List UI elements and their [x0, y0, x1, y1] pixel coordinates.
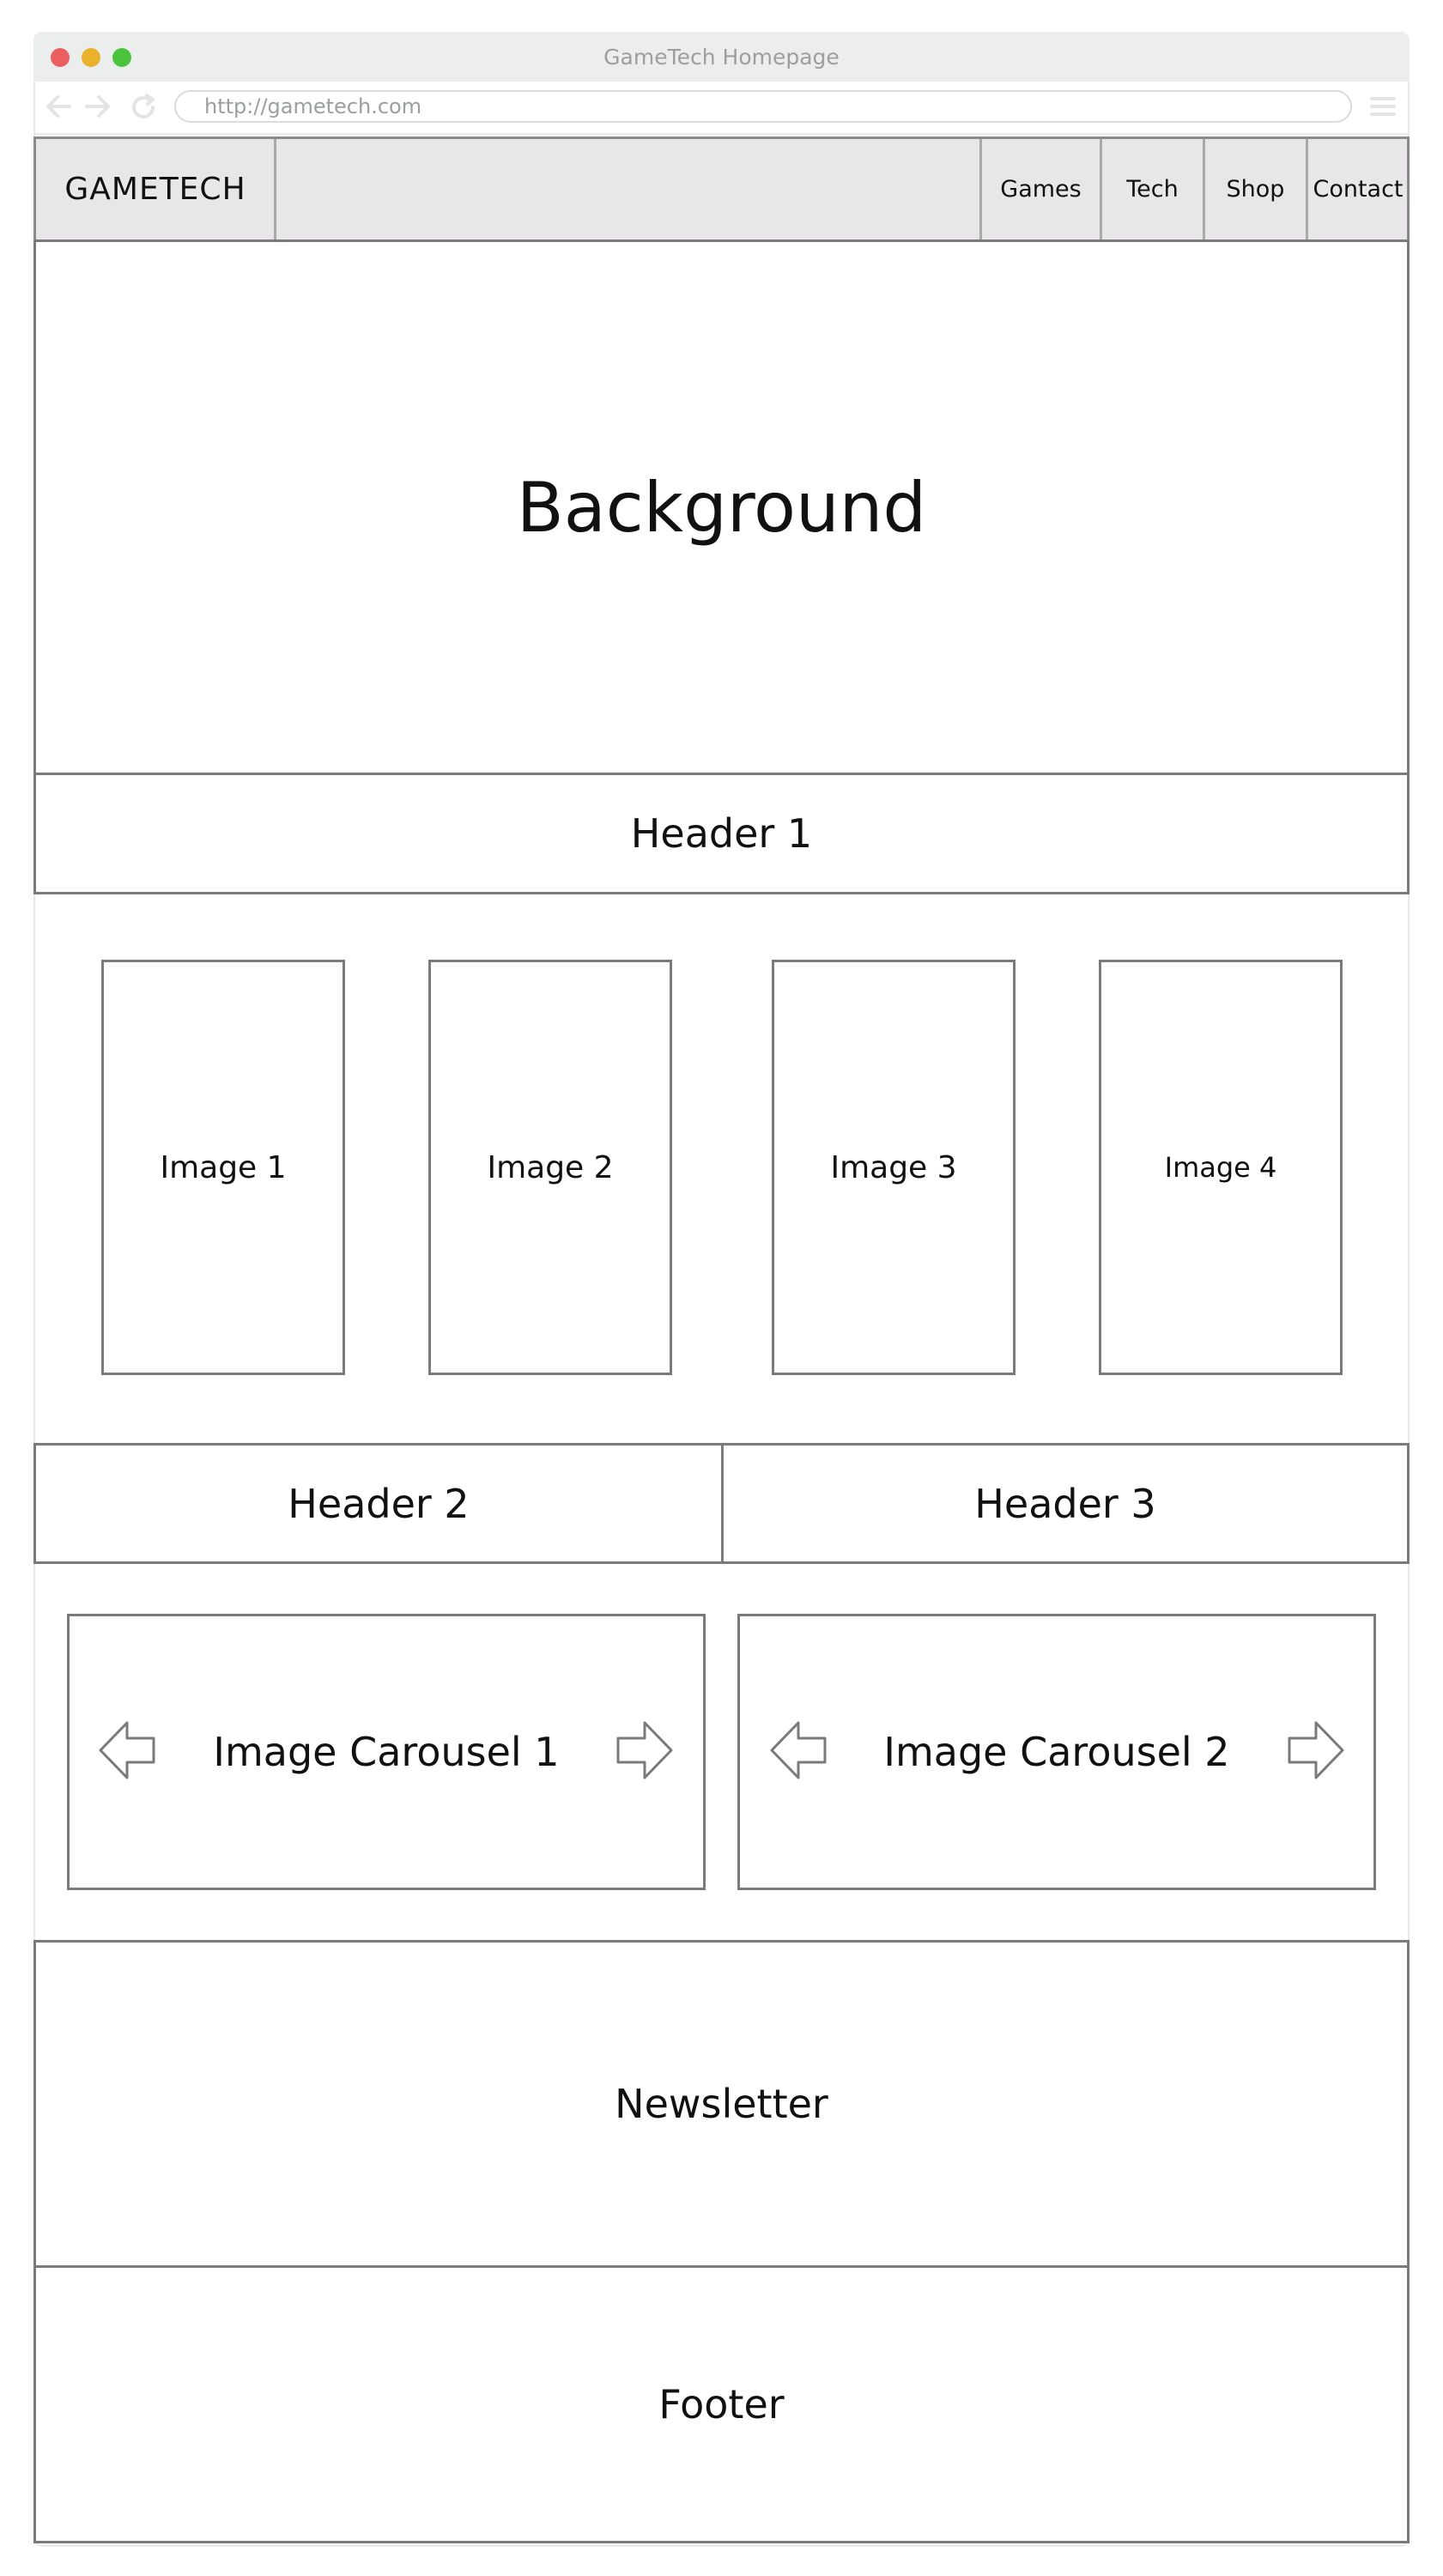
- arrow-left-icon[interactable]: [44, 93, 73, 120]
- maximize-window-button[interactable]: [112, 48, 131, 67]
- hamburger-menu-icon[interactable]: [1370, 94, 1396, 118]
- header-2-label: Header 2: [288, 1480, 470, 1527]
- header-1: Header 1: [33, 773, 1410, 894]
- image-1-label: Image 1: [160, 1149, 287, 1185]
- header-2: Header 2: [33, 1443, 724, 1564]
- image-placeholder-2[interactable]: Image 2: [428, 960, 672, 1375]
- image-4-label: Image 4: [1164, 1151, 1277, 1184]
- close-window-button[interactable]: [51, 48, 70, 67]
- newsletter-label: Newsletter: [615, 2081, 828, 2127]
- arrow-right-icon[interactable]: [83, 93, 112, 120]
- url-bar[interactable]: [174, 90, 1352, 123]
- navbar-divider: [979, 139, 982, 239]
- carousel-2-label: Image Carousel 2: [883, 1729, 1230, 1775]
- image-placeholder-1[interactable]: Image 1: [101, 960, 345, 1375]
- header-1-label: Header 1: [630, 810, 813, 857]
- reload-icon[interactable]: [128, 92, 159, 123]
- header-3: Header 3: [721, 1443, 1410, 1564]
- nav-item-tech[interactable]: Tech: [1126, 176, 1179, 203]
- image-placeholder-4[interactable]: Image 4: [1099, 960, 1343, 1375]
- footer: Footer: [33, 2265, 1410, 2543]
- image-carousel-1[interactable]: Image Carousel 1: [67, 1614, 706, 1890]
- image-2-label: Image 2: [487, 1149, 614, 1185]
- window-title: GameTech Homepage: [603, 44, 840, 70]
- arrow-left-outline-icon[interactable]: [98, 1719, 156, 1781]
- nav-item-games[interactable]: Games: [1000, 176, 1082, 203]
- site-logo[interactable]: GAMETECH: [64, 172, 246, 207]
- minimize-window-button[interactable]: [82, 48, 100, 67]
- footer-label: Footer: [658, 2381, 785, 2428]
- arrow-right-outline-icon[interactable]: [615, 1719, 674, 1781]
- url-text[interactable]: http://gametech.com: [204, 94, 422, 118]
- arrow-right-outline-icon[interactable]: [1287, 1719, 1345, 1781]
- image-placeholder-3[interactable]: Image 3: [772, 960, 1016, 1375]
- title-bar: [33, 32, 1410, 82]
- navbar-divider: [1306, 139, 1308, 239]
- navbar-divider: [1100, 139, 1102, 239]
- header-3-label: Header 3: [974, 1480, 1156, 1527]
- carousel-1-label: Image Carousel 1: [213, 1729, 560, 1775]
- image-3-label: Image 3: [830, 1149, 957, 1185]
- image-carousel-2[interactable]: Image Carousel 2: [737, 1614, 1376, 1890]
- top-navbar: [33, 136, 1410, 242]
- hero-background: Background: [33, 239, 1410, 775]
- hero-label: Background: [516, 467, 927, 548]
- newsletter-section: Newsletter: [33, 1940, 1410, 2268]
- navbar-divider: [274, 139, 276, 239]
- navbar-divider: [1203, 139, 1205, 239]
- nav-item-shop[interactable]: Shop: [1226, 176, 1285, 203]
- nav-item-contact[interactable]: Contact: [1313, 176, 1404, 203]
- arrow-left-outline-icon[interactable]: [769, 1719, 828, 1781]
